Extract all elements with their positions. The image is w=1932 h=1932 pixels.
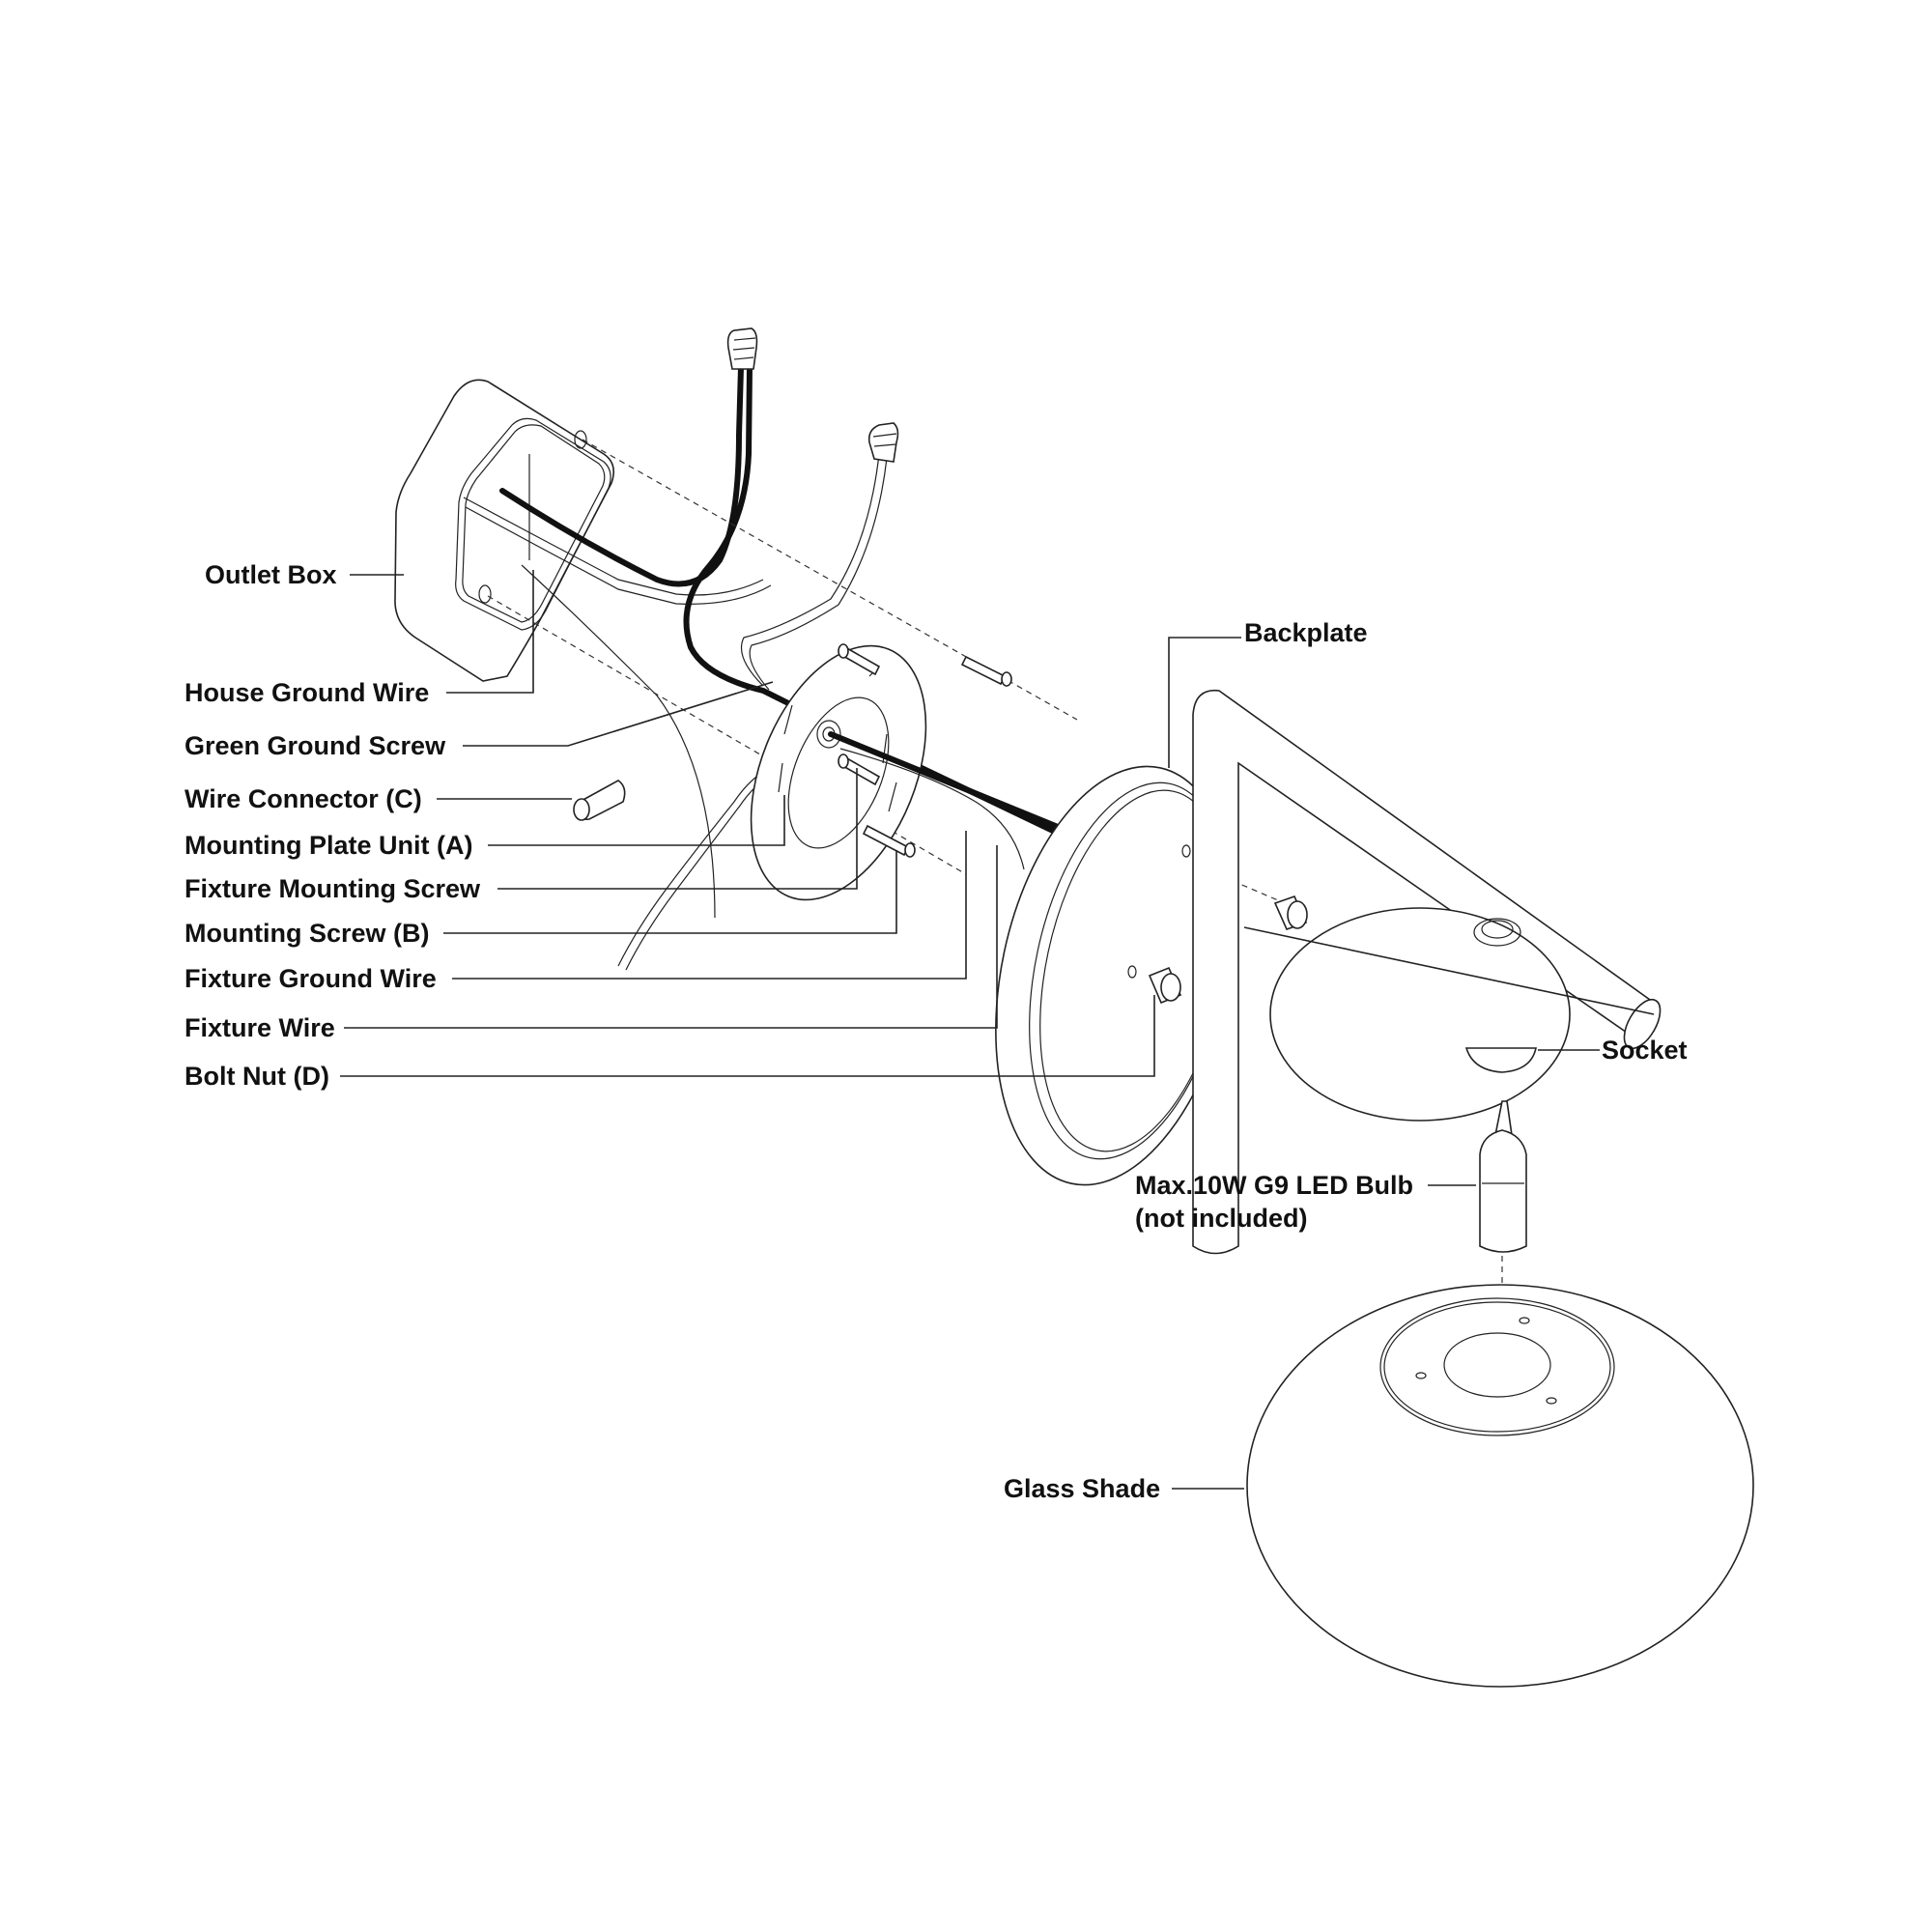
label-mounting-plate-unit: Mounting Plate Unit (A) [185,831,473,860]
lamp-canopy [1243,907,1655,1122]
label-outlet-box: Outlet Box [205,560,337,589]
label-fixture-ground-wire: Fixture Ground Wire [185,964,437,993]
fixture-wire [828,731,1065,832]
wire-connector-top [726,327,758,370]
fixture-mounting-screw-bottom [838,753,881,786]
label-backplate: Backplate [1244,618,1368,647]
socket [1464,1047,1537,1073]
mounting-screw-top [960,655,1012,687]
label-house-ground-wire: House Ground Wire [185,678,430,707]
label-bulb-note: (not included) [1135,1204,1308,1233]
label-mounting-screw: Mounting Screw (B) [185,919,430,948]
label-bulb: Max.10W G9 LED Bulb [1135,1171,1414,1200]
label-fixture-wire: Fixture Wire [185,1013,335,1042]
wire-connector-right [867,422,899,463]
bolt-nut-top [1273,895,1308,930]
glass-shade [1246,1284,1754,1688]
label-glass-shade: Glass Shade [1004,1474,1161,1503]
bolt-nut-d [1148,966,1182,1005]
fixture-ground-wire [839,748,1025,870]
mounting-screw-b [862,824,916,858]
label-fixture-mounting-screw: Fixture Mounting Screw [185,874,481,903]
leader-lines [340,570,1600,1490]
label-wire-connector: Wire Connector (C) [185,784,422,813]
label-socket: Socket [1602,1036,1688,1065]
wire-connector-c [573,780,626,821]
outlet-box [394,379,772,682]
fixture-arm [1192,689,1662,1255]
fixture-mounting-screw-top [838,643,881,676]
label-green-ground-screw: Green Ground Screw [185,731,446,760]
label-bolt-nut: Bolt Nut (D) [185,1062,329,1091]
g9-led-bulb [1479,1100,1527,1253]
house-wires [499,364,1056,971]
